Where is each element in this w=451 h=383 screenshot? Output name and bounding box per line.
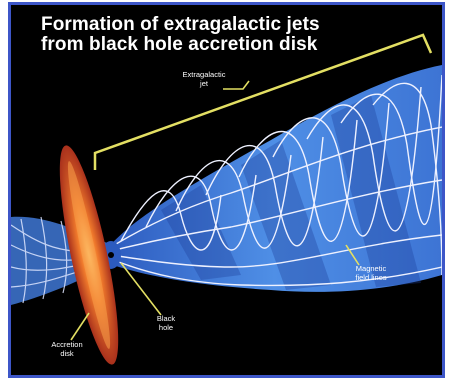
- title-line-2: from black hole accretion disk: [41, 35, 320, 55]
- black-hole: [108, 252, 114, 258]
- title-line-1: Formation of extragalactic jets: [41, 15, 320, 35]
- jet-illustration: [11, 5, 442, 375]
- label-magnetic-line-2: field lines: [349, 274, 393, 283]
- label-extragalactic-jet: Extragalactic jet: [179, 71, 229, 88]
- label-black-hole-line-2: hole: [151, 324, 181, 333]
- diagram-title: Formation of extragalactic jets from bla…: [41, 15, 320, 55]
- label-black-hole: Black hole: [151, 315, 181, 332]
- label-magnetic-field-lines: Magnetic field lines: [349, 265, 393, 282]
- label-accretion-line-2: disk: [45, 350, 89, 359]
- diagram-frame: Formation of extragalactic jets from bla…: [8, 2, 445, 378]
- label-accretion-disk: Accretion disk: [45, 341, 89, 358]
- label-jet-line-2: jet: [179, 80, 229, 89]
